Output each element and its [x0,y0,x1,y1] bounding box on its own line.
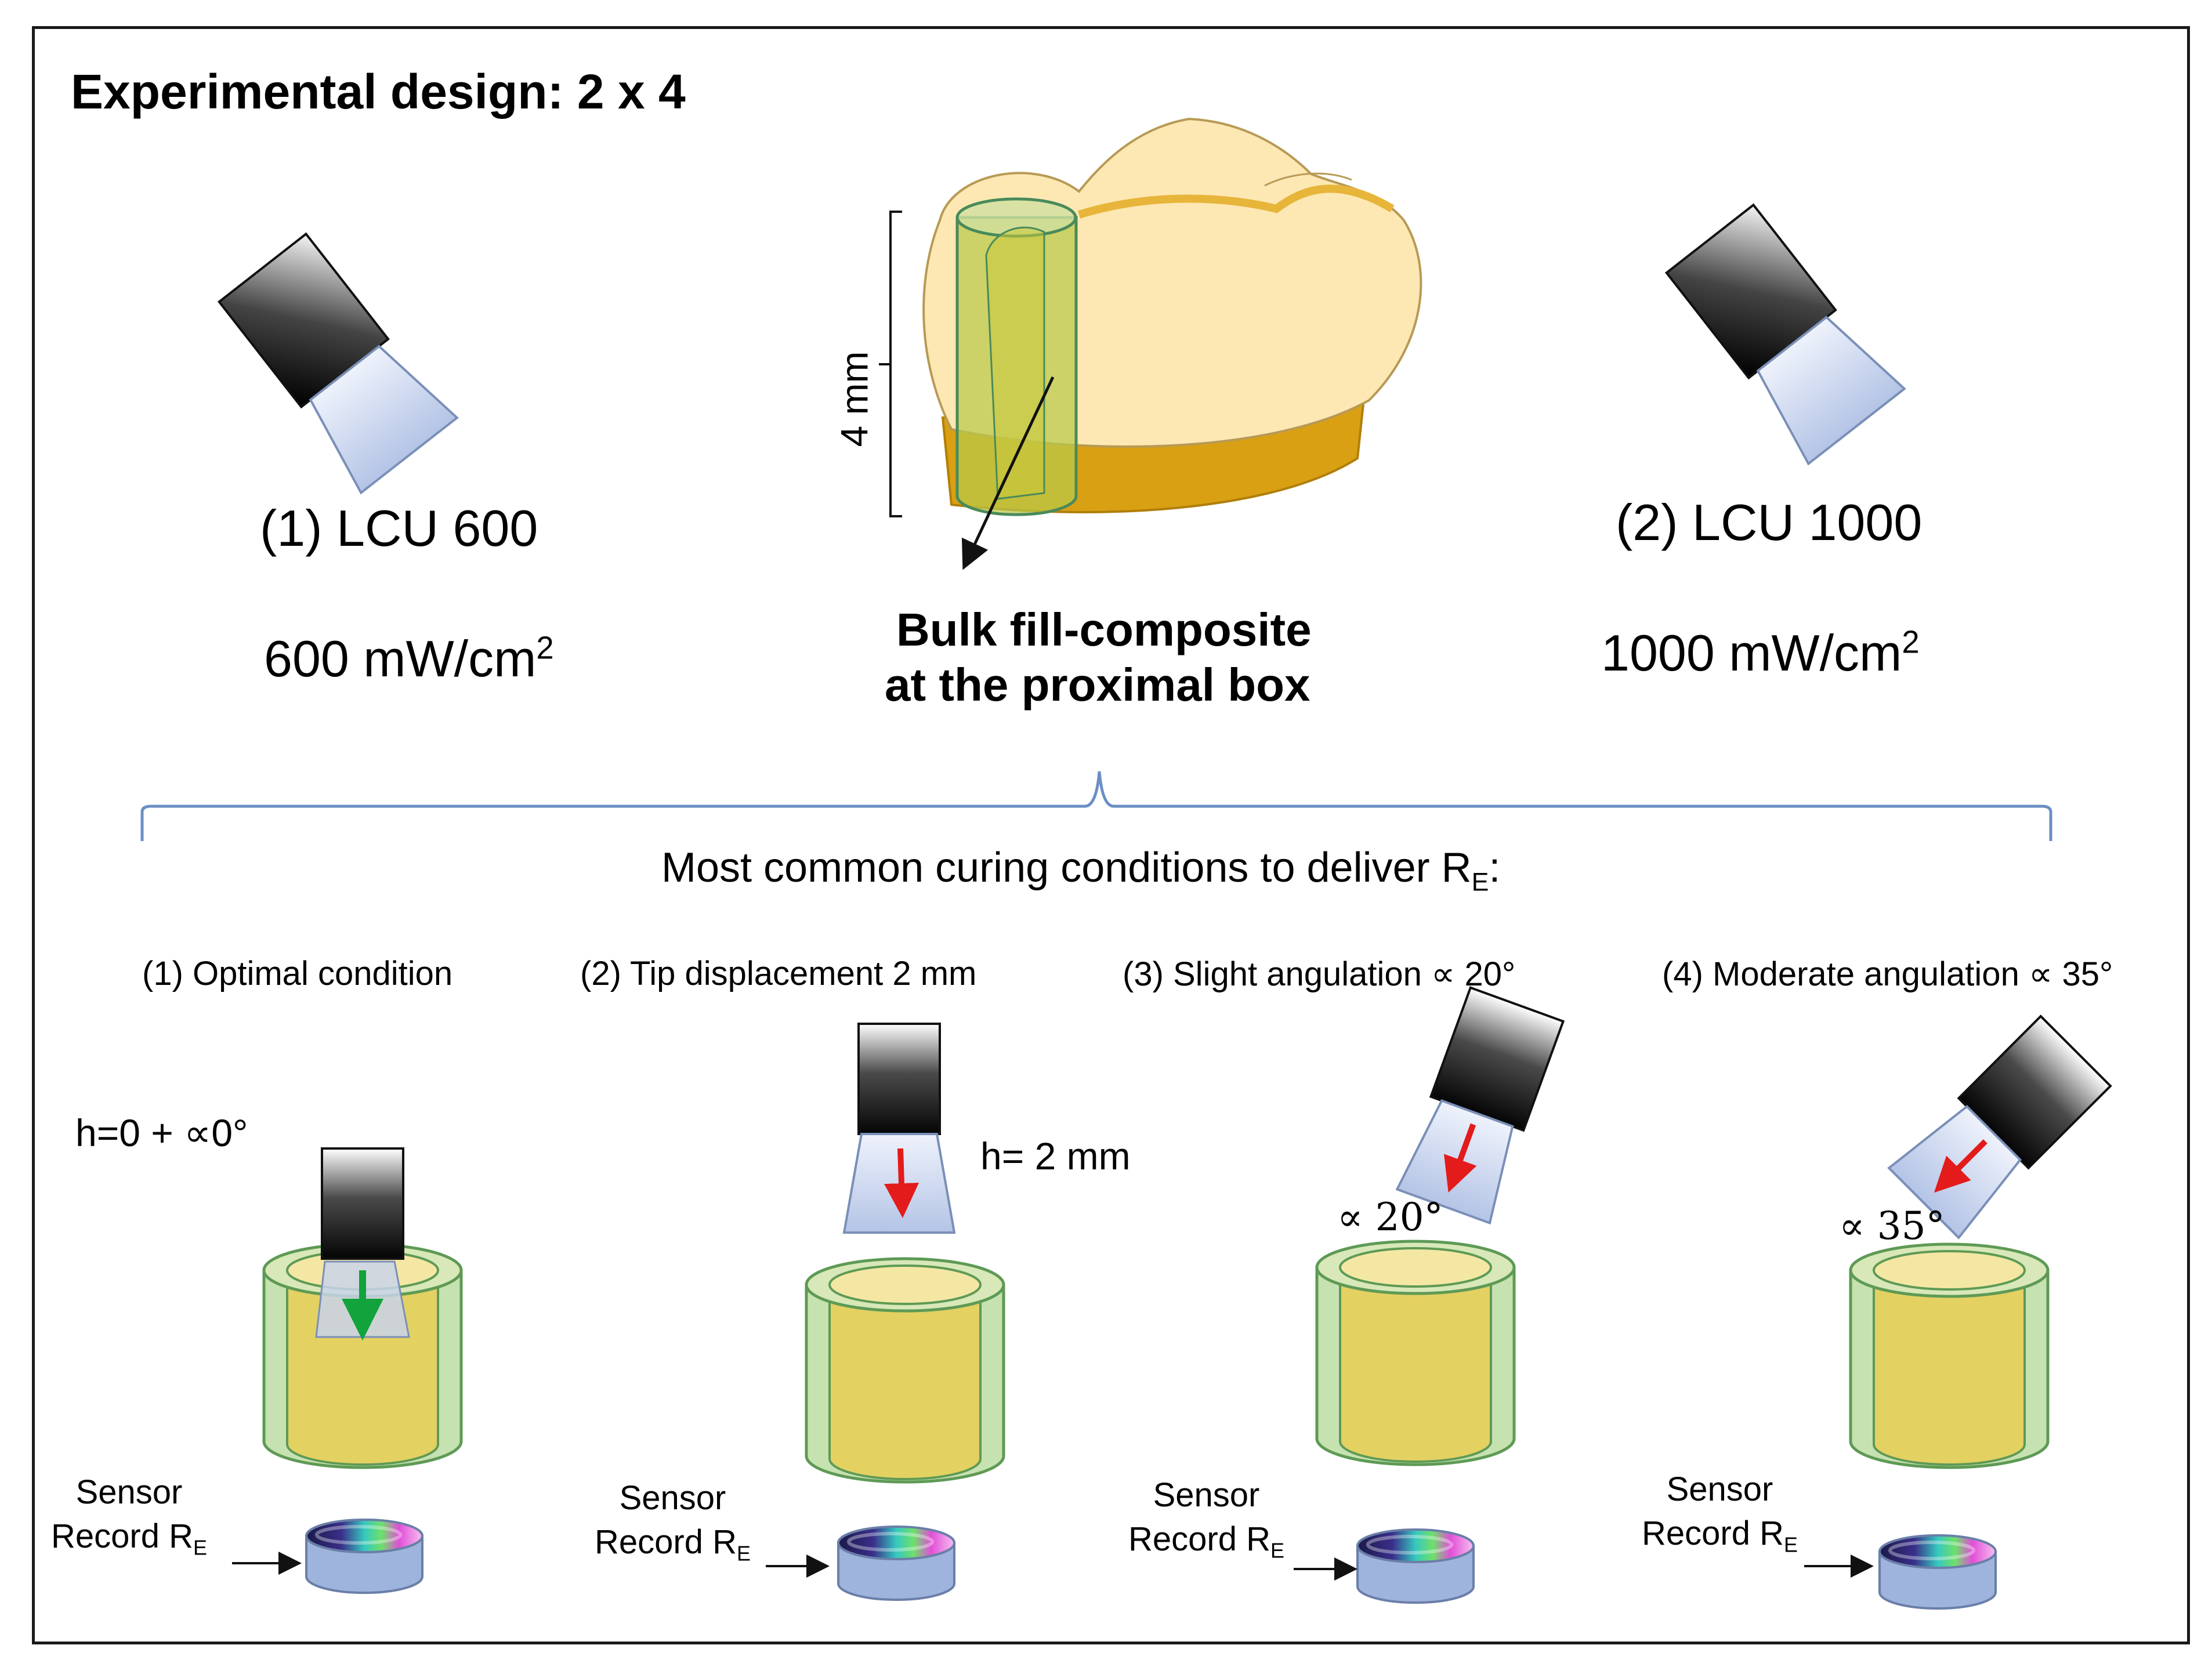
condition-2-lcu-icon [857,1023,941,1135]
lcu-600-device-icon [217,232,459,495]
condition-3-mold [1317,1241,1514,1465]
condition-1-lcu-icon [321,1147,404,1260]
condition-2-label: (2) Tip displacement 2 mm [580,955,977,992]
lcu-600-label: (1) LCU 600 [260,499,538,557]
tooth-illustration [879,117,1422,570]
condition-1-label: (1) Optimal condition [142,955,453,992]
lcu-1000-irradiance: 1000 mW/cm2 [1601,624,1920,682]
condition-3-lcu-icon [1395,986,1565,1225]
condition-2-mold [806,1259,1004,1482]
lcu-1000-label: (2) LCU 1000 [1616,494,1923,551]
condition-4-label: (4) Moderate angulation ∝ 35° [1662,955,2113,993]
tooth-caption-line2: at the proximal box [885,659,1310,711]
condition-3-label: (3) Slight angulation ∝ 20° [1123,955,1516,993]
curing-conditions-heading: Most common curing conditions to deliver… [661,845,1501,897]
condition-4-mold [1851,1244,2048,1468]
condition-4-annotation: ∝ 35° [1839,1204,1945,1248]
condition-4-sensor-icon [1880,1535,1996,1608]
condition-4-lcu-icon [1887,1014,2112,1240]
condition-2-sensor-icon [838,1527,954,1600]
condition-3-annotation: ∝ 20° [1337,1195,1443,1240]
condition-1-annotation: h=0 + ∝0° [75,1111,248,1154]
lcu-1000-device-icon [1664,203,1906,466]
condition-3-sensor-icon [1357,1530,1474,1603]
condition-2-arrow-icon [884,1148,919,1218]
tooth-caption-line1: Bulk fill-composite [896,604,1312,655]
tooth-depth-label: 4 mm [832,351,876,447]
condition-1-sensor-icon [306,1520,422,1593]
figure-frame [32,26,2190,1644]
figure-title: Experimental design: 2 x 4 [71,64,686,119]
grouping-brace [140,771,2052,841]
lcu-600-irradiance: 600 mW/cm2 [264,630,554,687]
condition-2-annotation: h= 2 mm [980,1135,1131,1177]
